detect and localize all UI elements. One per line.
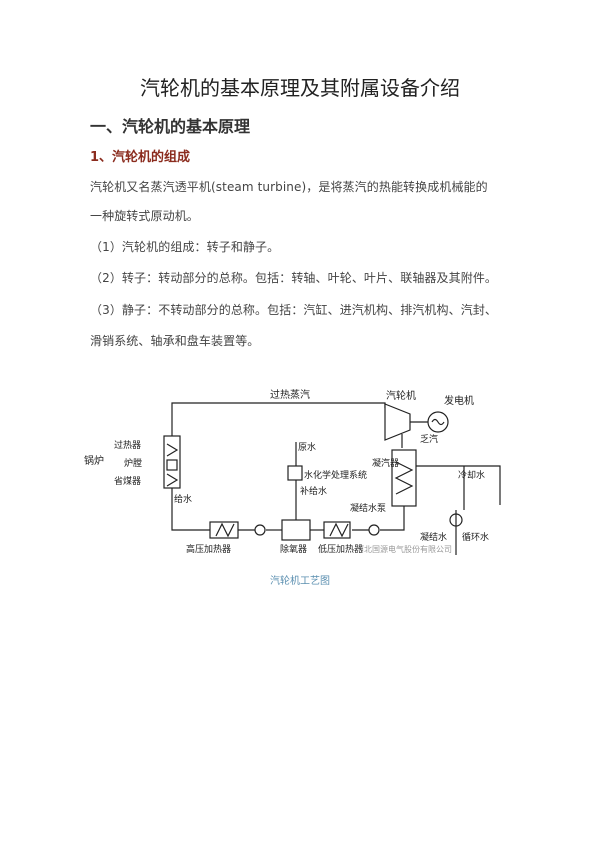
paragraph-line: （3）静子：不转动部分的总称。包括：汽缸、进汽机构、排汽机构、汽封、 [90,303,498,317]
label-superheater: 过热器 [114,439,141,451]
section-heading: 一、汽轮机的基本原理 [90,117,251,136]
label-cooling-water: 冷却水 [458,469,485,481]
paragraph-line: 滑销系统、轴承和盘车装置等。 [90,334,260,348]
deaerator-box [281,519,311,541]
water-treatment-box [287,465,303,481]
label-raw-water: 原水 [298,441,316,453]
watermark-text: 河北国源电气股份有限公司 [356,544,452,554]
label-makeup-water: 补给水 [300,485,327,497]
label-feedwater: 给水 [174,493,192,505]
label-generator: 发电机 [444,394,474,407]
label-turbine: 汽轮机 [386,389,416,402]
feed-pump-icon [254,524,266,536]
diagram-svg: 过热蒸汽 汽轮机 发电机 锅炉 过热器 炉膛 省煤器 给水 原水 水化学处理系统… [84,388,501,555]
paragraph-line: （2）转子：转动部分的总称。包括：转轴、叶轮、叶片、联轴器及其附件。 [90,271,498,285]
feedwater-line [171,488,210,531]
label-exhaust: 乏汽 [420,433,438,445]
label-economizer: 省煤器 [114,475,141,487]
label-furnace: 炉膛 [124,457,142,469]
paragraph-line: 一种旋转式原动机。 [90,209,199,223]
lp-heater-box [323,521,351,539]
label-condensate: 凝结水 [420,531,447,543]
steam-line [171,402,386,436]
label-circulating-pump: 循环水 [462,531,489,543]
paragraph-line: 汽轮机又名蒸汽透平机(steam turbine)，是将蒸汽的热能转换成机械能的 [90,180,488,194]
condensate-line [380,506,405,531]
label-deaerator: 除氧器 [280,543,307,555]
turbine-process-diagram: 过热蒸汽 汽轮机 发电机 锅炉 过热器 炉膛 省煤器 给水 原水 水化学处理系统… [60,370,520,570]
label-lp-heater: 低压加热器 [318,543,363,555]
condensate-pump-icon [368,524,380,536]
label-condenser: 凝汽器 [372,457,399,469]
turbine-shape [384,403,411,441]
page-title: 汽轮机的基本原理及其附属设备介绍 [140,76,460,100]
label-boiler: 锅炉 [84,455,104,467]
label-superheated-steam: 过热蒸汽 [270,388,310,401]
label-condensate-pump: 凝结水泵 [350,502,386,514]
paragraph-line: （1）汽轮机的组成：转子和静子。 [90,240,280,254]
label-hp-heater: 高压加热器 [186,543,231,555]
label-water-treatment: 水化学处理系统 [304,469,367,481]
subsection-heading: 1、汽轮机的组成 [90,150,191,165]
figure-caption: 汽轮机工艺图 [270,576,330,587]
